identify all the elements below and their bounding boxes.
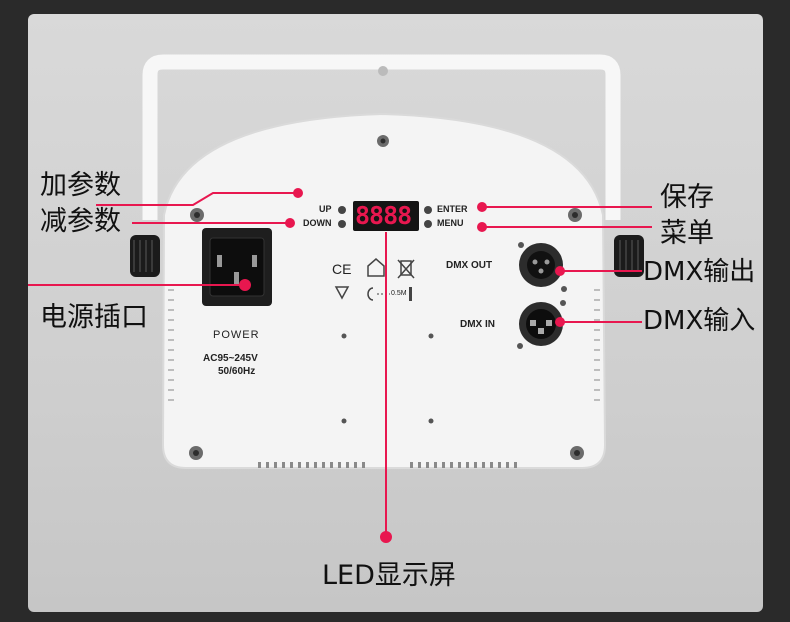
led-digits: 8888 bbox=[355, 201, 412, 230]
callout-save: 保存 bbox=[660, 182, 714, 213]
up-label: UP bbox=[319, 204, 332, 214]
dmx-in-connector bbox=[517, 300, 566, 349]
mounting-bracket bbox=[142, 54, 621, 220]
f-mark-icon bbox=[334, 286, 350, 300]
enter-button bbox=[424, 206, 432, 214]
right-knob bbox=[614, 235, 644, 277]
menu-button bbox=[424, 220, 432, 228]
screws bbox=[189, 135, 584, 460]
distance-label: 0.5M bbox=[391, 290, 407, 297]
callout-dot-led bbox=[380, 531, 392, 543]
callout-dot-enter bbox=[477, 202, 487, 212]
callout-dot-dmx-out bbox=[555, 266, 565, 276]
callout-line-up bbox=[96, 192, 298, 206]
weee-icon bbox=[400, 260, 412, 276]
callout-power-socket: 电源插口 bbox=[40, 302, 148, 333]
frequency-label: 50/60Hz bbox=[218, 366, 256, 377]
down-label: DOWN bbox=[303, 218, 332, 228]
voltage-label: AC95~245V bbox=[203, 353, 258, 364]
callout-decrease: 减参数 bbox=[40, 206, 121, 237]
dmx-in-label: DMX IN bbox=[460, 319, 495, 330]
dmx-out-label: DMX OUT bbox=[446, 260, 493, 271]
callout-dot-power bbox=[239, 279, 251, 291]
callout-dmx-out: DMX输出 bbox=[643, 257, 756, 287]
enter-label: ENTER bbox=[437, 204, 468, 214]
callout-menu: 菜单 bbox=[660, 218, 714, 249]
dmx-out-connector bbox=[518, 242, 567, 292]
panel-body bbox=[161, 112, 607, 469]
indoor-icon bbox=[367, 258, 385, 277]
down-button bbox=[338, 220, 346, 228]
distance-icon bbox=[367, 287, 374, 301]
callout-increase: 加参数 bbox=[40, 170, 121, 201]
led-display bbox=[353, 201, 419, 231]
callout-dot-down bbox=[285, 218, 295, 228]
callout-led-display: LED显示屏 bbox=[322, 560, 456, 591]
ce-mark: CE bbox=[332, 261, 352, 277]
callout-dot-menu bbox=[477, 222, 487, 232]
menu-label: MENU bbox=[437, 218, 464, 228]
callout-dot-dmx-in bbox=[555, 317, 565, 327]
callout-dot-up bbox=[293, 188, 303, 198]
bracket-hole bbox=[378, 66, 388, 76]
callout-dmx-in: DMX输入 bbox=[643, 306, 756, 336]
up-button bbox=[338, 206, 346, 214]
power-label: POWER bbox=[213, 329, 260, 341]
